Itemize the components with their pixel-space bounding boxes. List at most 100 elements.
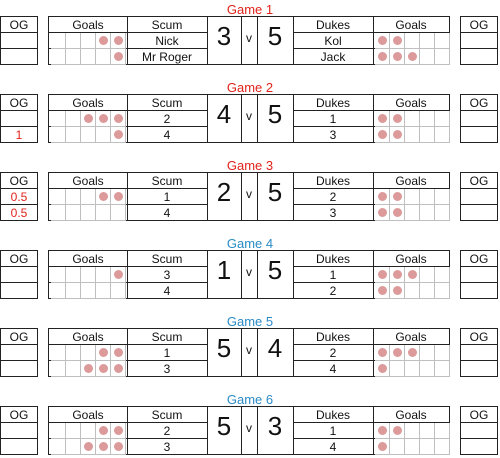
goal-dot	[84, 442, 93, 451]
away-team-name: Dukes	[315, 18, 350, 32]
goal-cell	[66, 345, 81, 361]
away-team-name: Dukes	[315, 174, 350, 188]
og-box-right: OG	[460, 172, 498, 221]
column-divider	[207, 407, 208, 454]
goal-cell	[375, 189, 390, 205]
goal-cell	[66, 439, 81, 455]
goal-dot	[378, 114, 387, 123]
versus-label: v	[246, 265, 252, 279]
goal-cell	[96, 423, 111, 439]
goal-dot	[99, 426, 108, 435]
away-score: 3	[267, 411, 283, 441]
goal-cell	[66, 49, 81, 65]
og-value	[1, 33, 37, 49]
goal-dot	[393, 192, 402, 201]
goal-cell	[66, 189, 81, 205]
away-player: Kol	[324, 34, 342, 48]
home-player: 3	[163, 268, 171, 282]
og-box-right: OG	[460, 328, 498, 377]
game-title: Game 6	[226, 392, 274, 407]
goal-cell	[96, 439, 111, 455]
goal-cell	[51, 111, 66, 127]
row-divider	[49, 438, 207, 439]
goal-cell	[420, 205, 435, 221]
goal-cell	[66, 267, 81, 283]
goal-dot	[99, 36, 108, 45]
goal-dot	[114, 270, 123, 279]
home-team-name: Scum	[151, 252, 183, 266]
goals-header-right: Goals	[395, 252, 427, 266]
og-box-right: OG	[460, 16, 498, 65]
goal-dot	[393, 426, 402, 435]
goal-cell	[66, 283, 81, 299]
goal-cell	[96, 283, 111, 299]
goal-cell	[375, 127, 390, 143]
og-value: 0.5	[10, 206, 28, 220]
home-team-name: Scum	[151, 330, 183, 344]
goal-dot	[114, 36, 123, 45]
home-player: 4	[163, 284, 171, 298]
versus-label: v	[246, 31, 252, 45]
goal-dot	[378, 442, 387, 451]
og-value	[461, 267, 497, 283]
goal-cell	[420, 439, 435, 455]
goal-cell	[435, 267, 450, 283]
og-header: OG	[461, 407, 497, 423]
goal-cell	[51, 205, 66, 221]
row-divider	[293, 204, 449, 205]
column-divider	[257, 251, 258, 298]
og-header: OG	[461, 95, 497, 111]
og-header: OG	[461, 173, 497, 189]
goals-header-left: Goals	[72, 174, 104, 188]
away-team-name: Dukes	[315, 330, 350, 344]
goals-header-left: Goals	[72, 252, 104, 266]
goal-cell	[390, 127, 405, 143]
goal-cell	[96, 127, 111, 143]
goal-cell	[390, 423, 405, 439]
goal-dot	[393, 348, 402, 357]
home-player: 3	[163, 440, 171, 454]
og-box-left: OG	[0, 16, 38, 65]
goal-cell	[51, 423, 66, 439]
goal-cell	[81, 423, 96, 439]
goal-cell	[66, 127, 81, 143]
away-score: 5	[267, 21, 283, 51]
home-score: 4	[216, 99, 232, 129]
og-value	[461, 111, 497, 127]
home-score: 3	[216, 21, 232, 51]
og-header: OG	[1, 17, 37, 33]
goal-cell	[375, 205, 390, 221]
goal-cell	[390, 111, 405, 127]
goal-dot	[378, 208, 387, 217]
goal-cell	[420, 127, 435, 143]
away-team-name: Dukes	[315, 96, 350, 110]
goal-dot	[114, 114, 123, 123]
goal-cell	[111, 361, 126, 377]
og-header: OG	[1, 407, 37, 423]
column-divider	[373, 95, 374, 142]
goal-dot	[99, 442, 108, 451]
goal-dot	[393, 130, 402, 139]
goal-cell	[420, 361, 435, 377]
goal-cell	[96, 189, 111, 205]
column-divider	[127, 329, 128, 376]
goal-dot	[99, 348, 108, 357]
row-divider	[293, 188, 449, 189]
home-player: 4	[163, 128, 171, 142]
row-divider	[49, 344, 207, 345]
column-divider	[293, 17, 294, 64]
goal-dot	[378, 364, 387, 373]
away-player: 3	[329, 128, 337, 142]
goal-cell	[51, 127, 66, 143]
row-divider	[293, 110, 449, 111]
goal-cell	[111, 267, 126, 283]
home-player: 1	[163, 346, 171, 360]
game-title: Game 4	[226, 236, 274, 251]
column-divider	[127, 173, 128, 220]
goal-cell	[81, 189, 96, 205]
row-divider	[293, 344, 449, 345]
row-divider	[293, 48, 449, 49]
